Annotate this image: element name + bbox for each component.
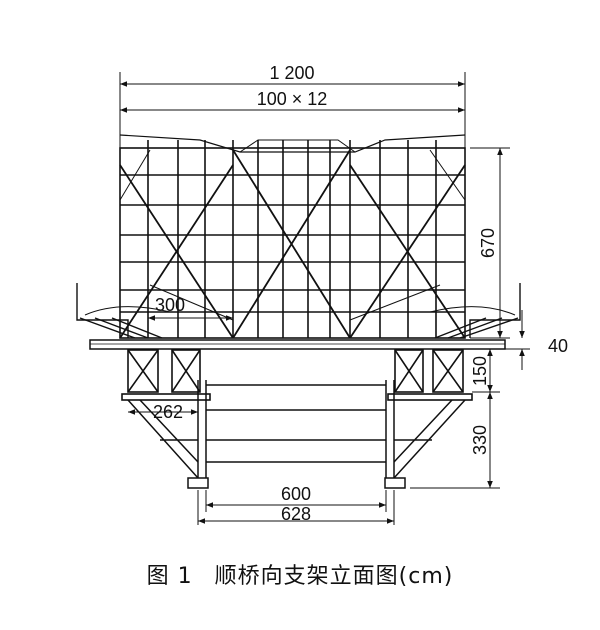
dim-column-offset: 262 <box>153 402 183 422</box>
upper-frame <box>119 134 466 339</box>
dim-inner-span: 600 <box>281 484 311 504</box>
support-towers <box>121 349 473 401</box>
figure-number: 图 1 <box>146 564 193 589</box>
dim-pier-height: 330 <box>470 425 490 455</box>
cap-beam <box>89 339 506 350</box>
dim-support-height: 150 <box>470 356 490 386</box>
side-brackets <box>76 283 521 339</box>
dim-bracket-width: 300 <box>155 295 185 315</box>
dim-total-width: 1 200 <box>269 63 314 83</box>
dim-outer-span: 628 <box>281 504 311 524</box>
dim-upper-frame-height: 670 <box>478 228 498 258</box>
dimension-lines <box>119 72 530 525</box>
figure-caption: 图 1 顺桥向支架立面图(cm) <box>0 558 600 590</box>
dimension-labels: 1 200 100 × 12 670 40 150 330 300 262 60… <box>153 63 568 524</box>
dim-bay-spacing: 100 × 12 <box>257 89 328 109</box>
bridge-support-elevation-drawing: 1 200 100 × 12 670 40 150 330 300 262 60… <box>76 63 568 525</box>
dim-cap-height: 40 <box>548 336 568 356</box>
figure-title: 顺桥向支架立面图(cm) <box>214 564 454 589</box>
